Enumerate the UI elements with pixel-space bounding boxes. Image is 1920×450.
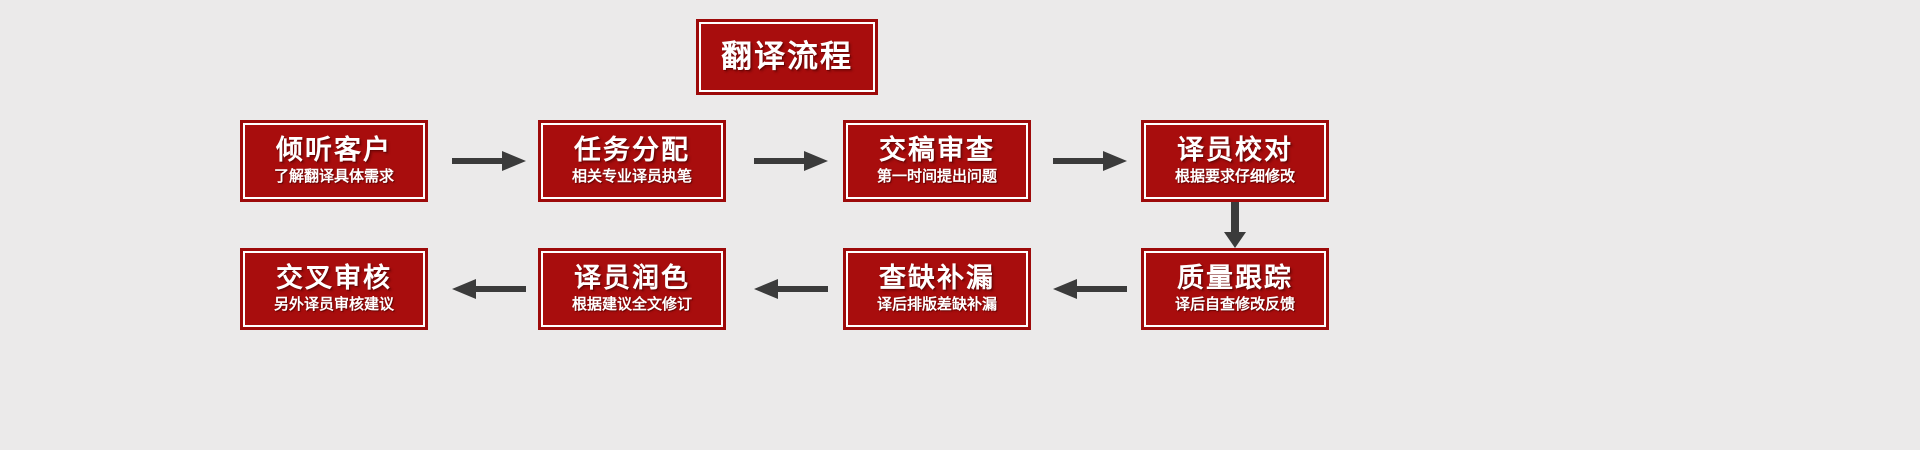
step-box-2-title: 任务分配 bbox=[574, 134, 690, 166]
step-box-8-inner: 交叉审核 另外译员审核建议 bbox=[243, 251, 425, 327]
arrow-down-icon-step4-to-step5 bbox=[1222, 202, 1248, 248]
arrow-right-icon-step1-to-step2 bbox=[452, 148, 526, 174]
step-box-6-inner: 查缺补漏 译后排版差缺补漏 bbox=[846, 251, 1028, 327]
step-box-8: 交叉审核 另外译员审核建议 bbox=[240, 248, 428, 330]
step-box-5-inner: 质量跟踪 译后自查修改反馈 bbox=[1144, 251, 1326, 327]
step-box-3-subtitle: 第一时间提出问题 bbox=[876, 167, 997, 186]
step-box-2: 任务分配 相关专业译员执笔 bbox=[538, 120, 726, 202]
step-box-3-inner: 交稿审查 第一时间提出问题 bbox=[846, 123, 1028, 199]
arrow-right-icon-step3-to-step4 bbox=[1053, 148, 1127, 174]
step-box-7-inner: 译员润色 根据建议全文修订 bbox=[541, 251, 723, 327]
arrow-right-icon-step2-to-step3 bbox=[754, 148, 828, 174]
step-box-6-subtitle: 译后排版差缺补漏 bbox=[876, 295, 997, 314]
step-box-3-title: 交稿审查 bbox=[879, 134, 995, 166]
step-box-6-title: 查缺补漏 bbox=[879, 262, 995, 294]
step-box-3: 交稿审查 第一时间提出问题 bbox=[843, 120, 1031, 202]
flowchart-title-box: 翻译流程 bbox=[696, 19, 878, 95]
step-box-4: 译员校对 根据要求仔细修改 bbox=[1141, 120, 1329, 202]
step-box-1-title: 倾听客户 bbox=[276, 134, 392, 166]
step-box-7-title: 译员润色 bbox=[574, 262, 690, 294]
arrow-left-icon-step7-to-step8 bbox=[452, 276, 526, 302]
step-box-6: 查缺补漏 译后排版差缺补漏 bbox=[843, 248, 1031, 330]
step-box-1-subtitle: 了解翻译具体需求 bbox=[273, 167, 394, 186]
step-box-5: 质量跟踪 译后自查修改反馈 bbox=[1141, 248, 1329, 330]
flowchart-title-inner: 翻译流程 bbox=[699, 22, 875, 92]
arrow-left-icon-step6-to-step7 bbox=[754, 276, 828, 302]
step-box-8-subtitle: 另外译员审核建议 bbox=[273, 295, 394, 314]
step-box-8-title: 交叉审核 bbox=[276, 262, 392, 294]
step-box-4-inner: 译员校对 根据要求仔细修改 bbox=[1144, 123, 1326, 199]
arrow-left-icon-step5-to-step6 bbox=[1053, 276, 1127, 302]
step-box-5-subtitle: 译后自查修改反馈 bbox=[1174, 295, 1295, 314]
step-box-4-title: 译员校对 bbox=[1177, 134, 1293, 166]
step-box-1-inner: 倾听客户 了解翻译具体需求 bbox=[243, 123, 425, 199]
step-box-1: 倾听客户 了解翻译具体需求 bbox=[240, 120, 428, 202]
step-box-5-title: 质量跟踪 bbox=[1177, 262, 1293, 294]
step-box-4-subtitle: 根据要求仔细修改 bbox=[1174, 167, 1295, 186]
step-box-7-subtitle: 根据建议全文修订 bbox=[571, 295, 692, 314]
step-box-2-subtitle: 相关专业译员执笔 bbox=[571, 167, 692, 186]
step-box-7: 译员润色 根据建议全文修订 bbox=[538, 248, 726, 330]
flowchart-title-text: 翻译流程 bbox=[721, 38, 853, 75]
step-box-2-inner: 任务分配 相关专业译员执笔 bbox=[541, 123, 723, 199]
